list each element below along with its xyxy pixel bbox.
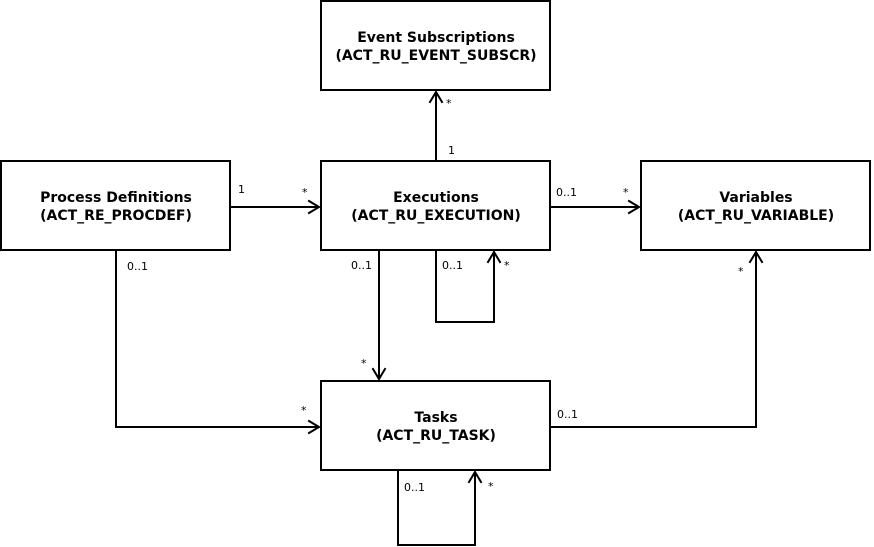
mult-execution-self-from: 0..1 (442, 259, 463, 272)
entity-variables-table: (ACT_RU_VARIABLE) (678, 208, 834, 224)
edge-execution-task (371, 251, 387, 381)
mult-execution-self-to: * (504, 259, 510, 272)
mult-task-variable-to: * (738, 265, 744, 278)
entity-event-subscriptions-table: (ACT_RU_EVENT_SUBSCR) (335, 48, 536, 64)
mult-execution-eventsub-to: * (446, 97, 452, 110)
mult-procdef-task-from: 0..1 (127, 260, 148, 273)
mult-task-variable-from: 0..1 (557, 408, 578, 421)
entity-executions: Executions (ACT_RU_EXECUTION) (320, 160, 551, 251)
entity-variables: Variables (ACT_RU_VARIABLE) (640, 160, 871, 251)
mult-execution-task-from: 0..1 (351, 259, 372, 272)
mult-execution-variable-to: * (623, 186, 629, 199)
edge-task-self (397, 470, 483, 546)
entity-executions-name: Executions (393, 190, 479, 206)
entity-process-definitions-name: Process Definitions (40, 190, 192, 206)
edge-procdef-task (115, 251, 321, 435)
edge-execution-variable (551, 199, 641, 215)
edge-procdef-execution (231, 199, 321, 215)
entity-variables-name: Variables (719, 190, 792, 206)
mult-execution-variable-from: 0..1 (556, 186, 577, 199)
mult-task-self-to: * (488, 480, 494, 493)
entity-tasks-name: Tasks (414, 410, 457, 426)
edge-task-variable (551, 250, 764, 428)
entity-process-definitions-table: (ACT_RE_PROCDEF) (40, 208, 192, 224)
mult-task-self-from: 0..1 (404, 481, 425, 494)
entity-process-definitions: Process Definitions (ACT_RE_PROCDEF) (0, 160, 231, 251)
mult-execution-eventsub-from: 1 (448, 144, 455, 157)
edge-execution-self (435, 250, 502, 323)
entity-event-subscriptions: Event Subscriptions (ACT_RU_EVENT_SUBSCR… (320, 0, 551, 91)
edge-execution-eventsub (428, 90, 444, 160)
entity-tasks-table: (ACT_RU_TASK) (376, 428, 496, 444)
entity-executions-table: (ACT_RU_EXECUTION) (351, 208, 521, 224)
mult-execution-task-to: * (361, 357, 367, 370)
entity-event-subscriptions-name: Event Subscriptions (357, 30, 515, 46)
mult-procdef-execution-to: * (302, 186, 308, 199)
mult-procdef-task-to: * (301, 404, 307, 417)
entity-tasks: Tasks (ACT_RU_TASK) (320, 380, 551, 471)
mult-procdef-execution-from: 1 (238, 183, 245, 196)
